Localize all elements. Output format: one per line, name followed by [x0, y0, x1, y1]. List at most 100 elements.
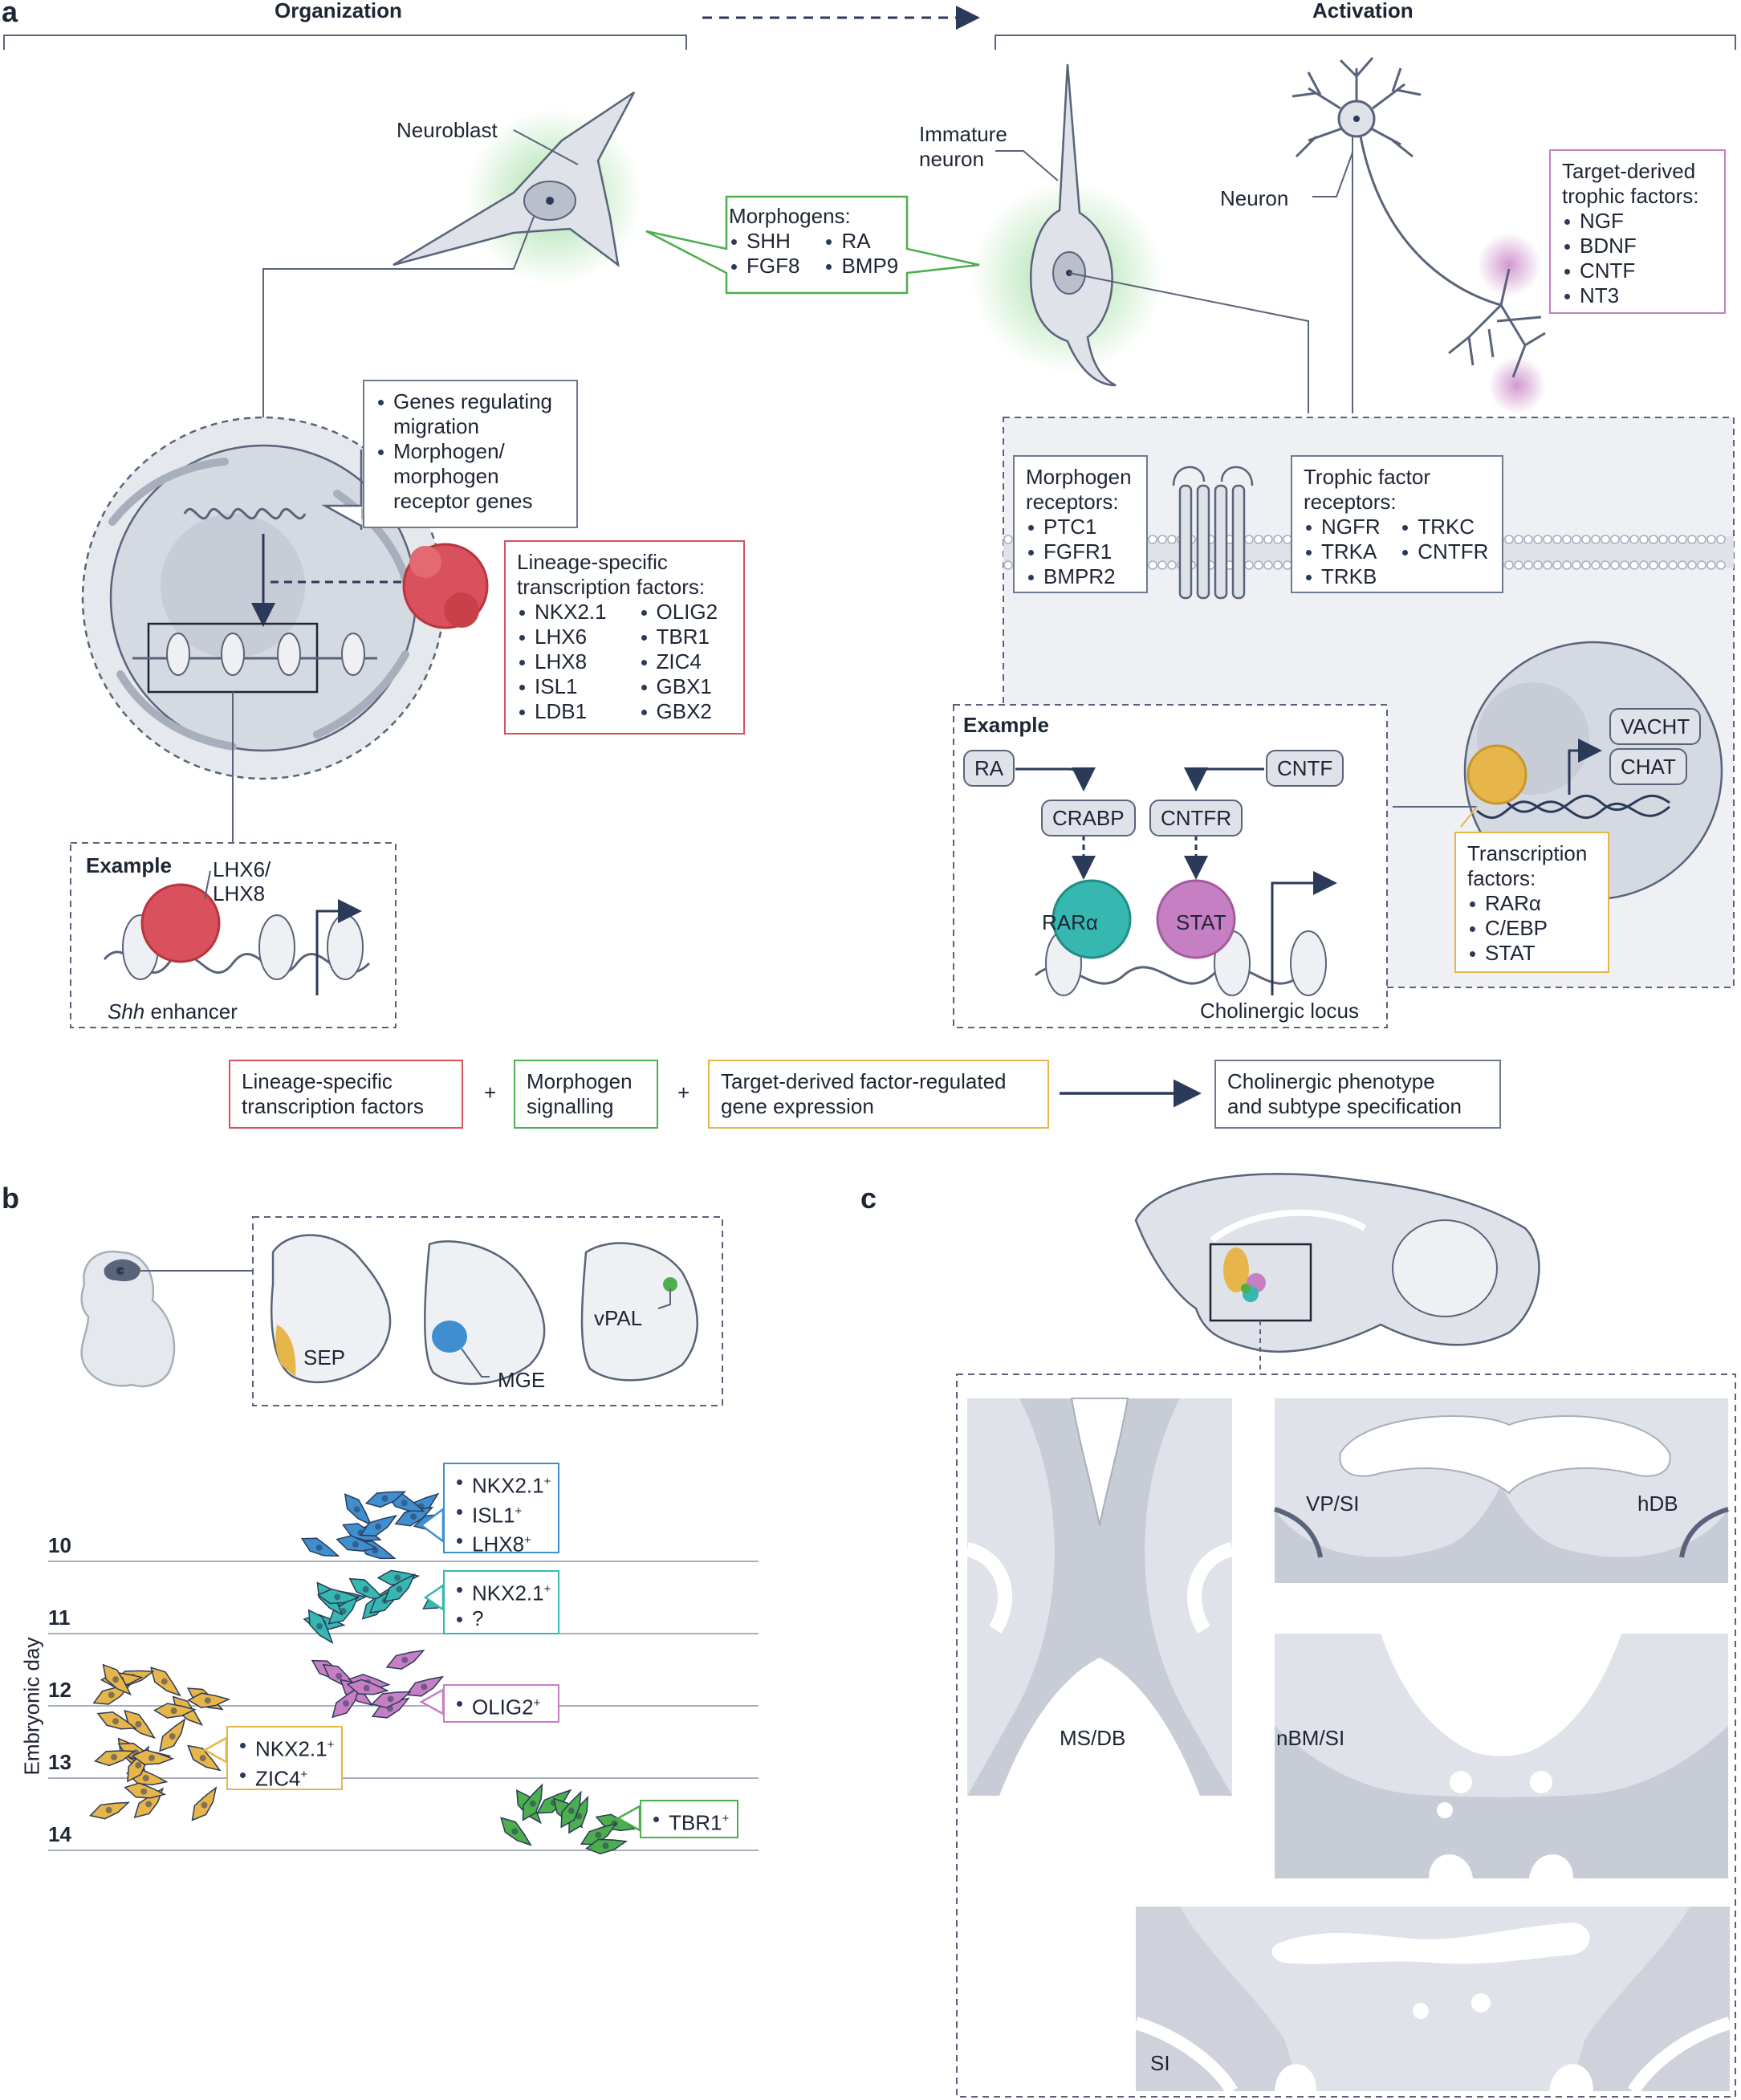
neuron-nucleus: [145, 1801, 153, 1808]
genes-line: morphogen: [393, 464, 499, 488]
cntf-pill: CNTF: [1266, 750, 1344, 787]
example-left-title: Example: [86, 853, 172, 877]
marker-text: NKX2.1: [472, 1473, 544, 1498]
neuron-nucleus: [135, 1720, 142, 1728]
mature-neuron-cell: [1292, 57, 1546, 414]
genes-box: Genes regulating migration Morphogen/ mo…: [363, 380, 578, 528]
marker-text: NKX2.1: [255, 1736, 327, 1761]
neuron-nucleus: [135, 1762, 142, 1769]
trophic-title-2: trophic factors:: [1562, 184, 1699, 208]
label-neuron: Neuron: [1220, 186, 1289, 210]
mr-title-2: receptors:: [1026, 490, 1119, 514]
trophic-factors-box: Target-derived trophic factors: NGF BDNF…: [1549, 149, 1726, 314]
lineage-item: LDB1: [517, 699, 621, 724]
example-left-dna: [103, 870, 371, 995]
tr-item: CNTFR: [1400, 539, 1491, 564]
summary-result-line: and subtype specification: [1227, 1094, 1462, 1118]
genes-line: Genes regulating: [393, 389, 553, 413]
neuron-nucleus: [112, 1676, 120, 1683]
vp-si-label: VP/SI: [1306, 1492, 1360, 1516]
trophic-item: BDNF: [1562, 234, 1713, 258]
marker-sup: +: [722, 1812, 730, 1825]
lineage-title-2: transcription factors:: [517, 575, 706, 599]
shh-enhancer-label: Shh enhancer: [108, 999, 238, 1024]
day-12: 12: [48, 1678, 71, 1702]
neuron-nucleus: [201, 1801, 208, 1809]
example-right-title: Example: [963, 713, 1049, 737]
morphogen-item: SHH: [729, 229, 799, 254]
trophic-item: CNTF: [1562, 258, 1713, 283]
marker-sup: +: [543, 1475, 551, 1488]
nucleus-left: [81, 416, 445, 780]
trophic-item: NT3: [1562, 283, 1713, 308]
neuron-nucleus: [363, 1684, 370, 1691]
mouse-brain-sagittal: [1134, 1173, 1540, 1353]
lhx6-label-1: LHX6/: [213, 857, 271, 881]
tf-item: RARα: [1467, 891, 1597, 916]
trophic-receptors-box: Trophic factor receptors: NGFR TRKC TRKA…: [1291, 455, 1503, 593]
neuron-nucleus: [105, 1806, 112, 1813]
immature-neuron-cell: [971, 63, 1164, 387]
label-immature-1: Immature: [919, 122, 1007, 146]
plus-sign: +: [484, 1081, 497, 1105]
ra-pill: RA: [963, 750, 1015, 787]
sep-label: SEP: [303, 1345, 346, 1369]
neuron-nucleus: [199, 1755, 206, 1762]
neuron-nucleus: [595, 1831, 602, 1838]
morphogen-item: BMP9: [824, 254, 898, 279]
cntfr-pill: CNTFR: [1149, 800, 1243, 836]
neuron-nucleus: [334, 1593, 341, 1601]
lineage-item: GBX1: [639, 674, 733, 699]
neuron-nucleus: [567, 1807, 575, 1814]
neuron-nucleus: [381, 1495, 388, 1502]
embryonic-day-label: Embryonic day: [19, 1637, 44, 1776]
morphogens-title: Morphogens:: [729, 204, 851, 228]
timeline-callout-pointers: [202, 1507, 641, 1833]
lineage-item: GBX2: [639, 699, 733, 724]
marker-item: ZIC4+: [238, 1762, 332, 1792]
chat-pill: CHAT: [1609, 748, 1687, 785]
neuron-nucleus: [353, 1506, 360, 1513]
marker-item: NKX2.1+: [238, 1732, 334, 1762]
embryo-illustration: [80, 1250, 176, 1388]
lhx6-label-2: LHX8: [213, 881, 266, 906]
stat-blob-label: STAT: [1176, 910, 1226, 934]
neuron-nucleus: [111, 1753, 118, 1760]
nbm-si-label: nBM/SI: [1276, 1726, 1345, 1750]
marker-item: OLIG2+: [454, 1691, 548, 1720]
neuron-nucleus: [421, 1683, 428, 1691]
marker-sup: +: [515, 1504, 523, 1518]
marker-item: TBR1+: [651, 1806, 730, 1836]
mr-item: PTC1: [1026, 515, 1135, 539]
tr-item: TRKB: [1304, 564, 1382, 589]
neuron-nucleus: [170, 1707, 177, 1715]
neuroblast-cell: [393, 91, 642, 285]
day11-markers-box: NKX2.1+ ?: [443, 1570, 559, 1634]
neuron-nucleus: [602, 1842, 609, 1850]
marker-item: NKX2.1+: [454, 1469, 551, 1499]
neuron-nucleus: [169, 1732, 176, 1740]
neuron-nucleus: [387, 1695, 394, 1703]
header-brackets: [3, 35, 1736, 50]
crabp-pill: CRABP: [1041, 800, 1136, 836]
rara-blob-label: RARα: [1042, 910, 1098, 934]
neuron-nucleus: [142, 1775, 149, 1782]
marker-item: NKX2.1+: [454, 1577, 551, 1606]
nbm-si-section: [1275, 1634, 1728, 1878]
lineage-title-1: Lineage-specific: [517, 550, 668, 574]
genes-line: Morphogen/: [393, 439, 505, 463]
neuron-nucleus: [396, 1585, 403, 1593]
mge-label: MGE: [498, 1368, 546, 1392]
summary-result-line: Cholinergic phenotype: [1227, 1069, 1435, 1093]
genes-line: migration: [393, 414, 479, 438]
summary-target-box: Target-derived factor-regulated gene exp…: [708, 1060, 1049, 1129]
marker-sup: +: [300, 1767, 308, 1781]
neuron-nucleus: [394, 1574, 401, 1581]
tf-item: C/EBP: [1467, 916, 1597, 941]
hdb-label: hDB: [1637, 1492, 1678, 1516]
morphogen-item: FGF8: [729, 254, 799, 279]
mr-item: BMPR2: [1026, 564, 1135, 589]
marker-text: TBR1: [669, 1810, 722, 1835]
trophic-item: NGF: [1562, 209, 1713, 234]
genes-item-morphogen: Morphogen/ morphogen receptor genes: [376, 439, 565, 514]
